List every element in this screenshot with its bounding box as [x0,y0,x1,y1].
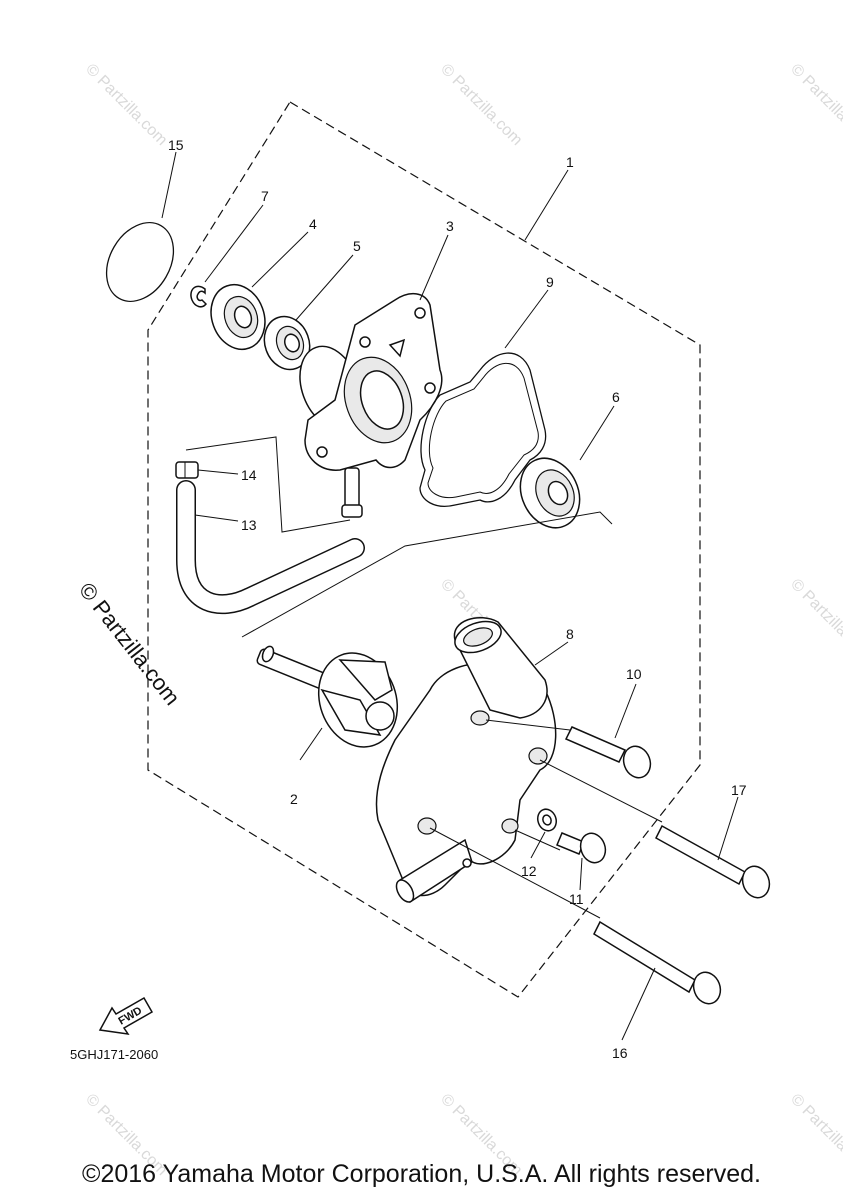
callout-14: 14 [241,467,257,483]
washer-12[interactable] [535,807,559,834]
bolt-alignment-lines [429,719,663,919]
hose-clamp-14[interactable] [175,461,199,479]
callout-16: 16 [612,1045,628,1061]
callout-7: 7 [261,188,269,204]
impeller-shaft-2[interactable] [256,642,410,758]
bolt-11[interactable] [556,830,609,866]
forward-arrow-icon: FWD [98,996,154,1035]
callout-12: 12 [521,863,537,879]
circlip-7[interactable] [190,285,208,308]
callout-13: 13 [241,517,257,533]
bolt-10[interactable] [564,726,655,781]
impeller-guide-line [241,511,613,638]
hose-guide-line [185,436,351,533]
callout-15: 15 [168,137,184,153]
callout-17: 17 [731,782,747,798]
callout-9: 9 [546,274,554,290]
callout-1: 1 [566,154,574,170]
leader-lines [161,151,739,1041]
watermark-text: © Partzilla.com [787,576,843,664]
callout-11: 11 [569,891,584,907]
callout-10: 10 [626,666,642,682]
gasket-9-inner [427,362,539,499]
drawing-code: 5GHJ171-2060 [70,1047,158,1062]
watermark-text: © Partzilla.com [437,61,525,149]
mechanical-seal-6[interactable] [509,449,590,538]
watermark-layer: © Partzilla.com © Partzilla.com © Partzi… [82,61,843,1179]
callout-2: 2 [290,791,298,807]
hose-13[interactable] [176,480,365,615]
oil-seal-5[interactable] [257,310,317,376]
callout-8: 8 [566,626,574,642]
pump-cover-8[interactable] [375,616,557,905]
o-ring-15[interactable] [93,211,187,314]
bearing-4[interactable] [202,277,273,357]
watermark-text: © Partzilla.com [787,61,843,149]
copyright-notice: ©2016 Yamaha Motor Corporation, U.S.A. A… [82,1160,761,1188]
callout-5: 5 [353,238,361,254]
callout-6: 6 [612,389,620,405]
pump-housing-3[interactable] [289,293,443,518]
bolt-17[interactable] [655,824,774,901]
assembly-boundary [147,101,701,998]
callout-4: 4 [309,216,317,232]
bolt-16[interactable] [593,920,725,1007]
callout-3: 3 [446,218,454,234]
gasket-9[interactable] [419,352,547,507]
watermark-text: © Partzilla.com [82,61,170,149]
side-watermark: © Partzilla.com [74,578,185,710]
